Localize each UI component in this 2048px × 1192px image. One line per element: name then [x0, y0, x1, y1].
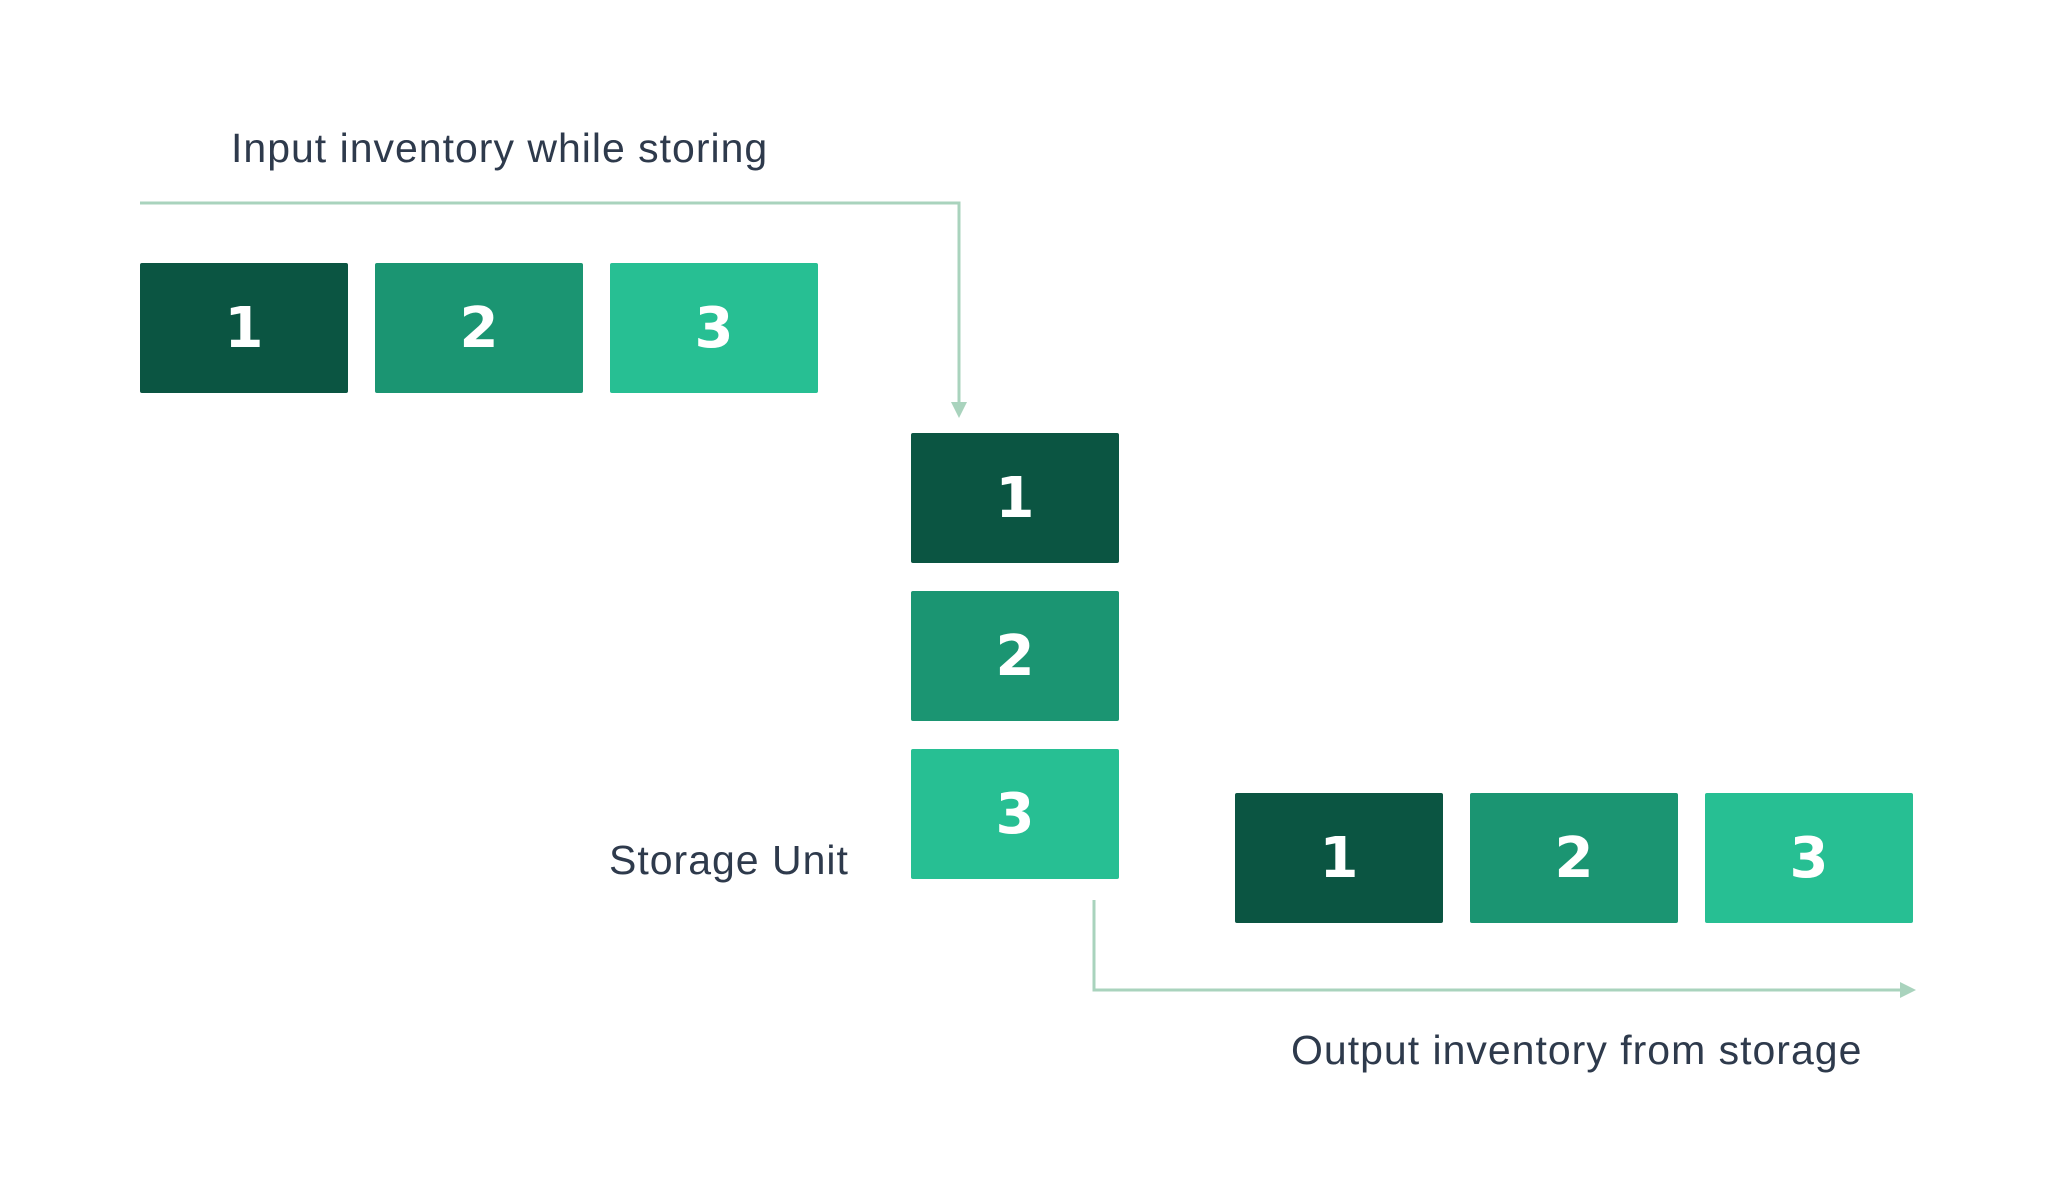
output-item-1: 1 [1235, 793, 1443, 923]
storage-unit-label: Storage Unit [609, 837, 849, 883]
input-arrow [140, 201, 961, 408]
output-arrow [1092, 900, 1902, 992]
input-item-2: 2 [375, 263, 583, 393]
input-item-1: 1 [140, 263, 348, 393]
input-label: Input inventory while storing [231, 125, 769, 171]
output-item-2: 2 [1470, 793, 1678, 923]
storage-item-1: 1 [911, 433, 1119, 563]
output-item-3: 3 [1705, 793, 1913, 923]
storage-item-2: 2 [911, 591, 1119, 721]
storage-item-3: 3 [911, 749, 1119, 879]
output-label: Output inventory from storage [1291, 1027, 1863, 1073]
output-arrowhead [1900, 982, 1916, 998]
input-arrowhead [951, 402, 967, 418]
input-item-3: 3 [610, 263, 818, 393]
